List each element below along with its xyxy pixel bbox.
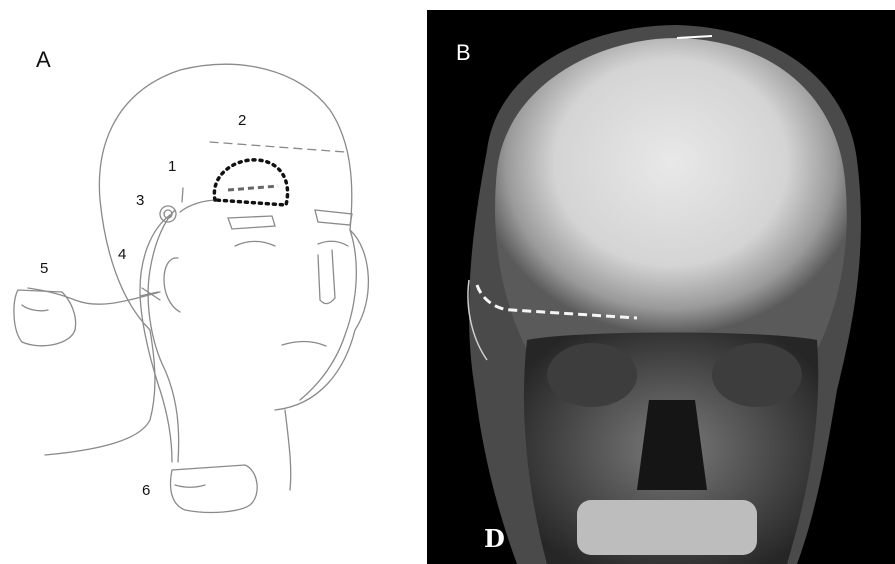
panel-a-label: A <box>36 47 51 73</box>
panel-b-label: B <box>456 40 471 66</box>
head-sketch-drawing <box>0 0 420 564</box>
label-6: 6 <box>142 482 150 499</box>
ear <box>164 258 180 312</box>
dentition <box>577 500 757 555</box>
incision-mark-1 <box>182 188 183 202</box>
label-5: 5 <box>40 260 48 277</box>
left-orbit <box>547 343 637 407</box>
incision-mark-4 <box>140 288 160 300</box>
face-outline <box>300 230 356 400</box>
neck-front <box>285 410 291 490</box>
pulse-generator-left <box>14 290 76 346</box>
nose <box>318 250 335 304</box>
left-eyebrow <box>228 216 275 229</box>
lead-to-burr <box>180 200 218 212</box>
pulse-generator-bottom <box>171 465 258 512</box>
scalp-dashed-line <box>210 142 345 152</box>
right-eyebrow <box>315 210 352 225</box>
label-1: 1 <box>168 158 176 175</box>
neck-back <box>45 330 155 455</box>
left-eye <box>235 242 275 247</box>
panel-b-xray: B D <box>427 10 895 564</box>
xray-side-marker: D <box>484 524 505 553</box>
right-eye <box>318 241 348 246</box>
lead-wire <box>148 210 179 462</box>
skull-xray-image <box>427 10 895 564</box>
implant-strip <box>228 186 278 190</box>
cranium <box>495 38 847 350</box>
mouth <box>282 341 326 346</box>
dotted-target-region <box>214 160 287 205</box>
label-4: 4 <box>118 246 126 263</box>
panel-a-sketch: A 1 2 3 4 5 6 <box>0 0 420 564</box>
label-3: 3 <box>136 192 144 209</box>
lead-wire-outer <box>140 215 172 462</box>
nasal-cavity <box>637 400 707 490</box>
head-outline <box>99 64 368 410</box>
label-2: 2 <box>238 112 246 129</box>
right-orbit <box>712 343 802 407</box>
